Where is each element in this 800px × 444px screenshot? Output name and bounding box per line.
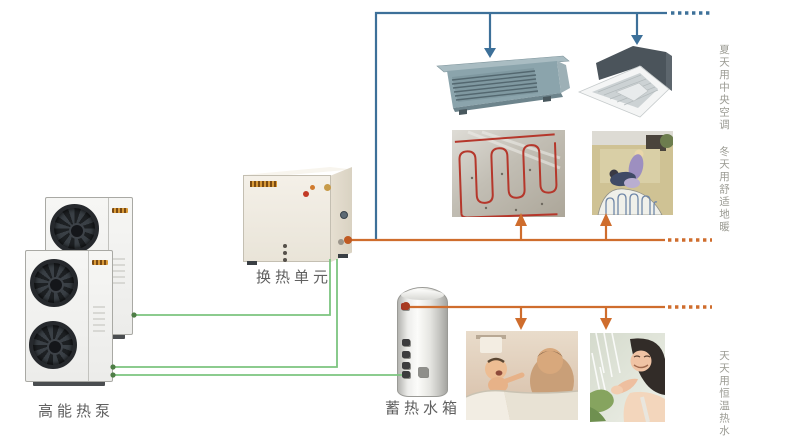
tank-port	[402, 351, 410, 358]
down-arrow-icon	[515, 307, 527, 330]
source-water-lines	[110, 259, 402, 378]
vent-slits	[93, 306, 105, 336]
port-icon	[283, 258, 287, 262]
vent-slits	[113, 258, 125, 288]
heat-exchanger-label: 换热单元	[255, 270, 332, 286]
fan-icon	[29, 321, 77, 369]
family-on-warm-floor-photo	[592, 131, 673, 215]
woman-showering-photo	[590, 333, 665, 422]
down-arrow-icon	[484, 13, 496, 58]
brand-strip	[250, 181, 277, 187]
hot-water-line	[402, 302, 712, 330]
exchanger-foot	[247, 261, 257, 265]
port-icon	[283, 244, 287, 248]
gauge-icon	[340, 211, 348, 219]
valve-icon	[310, 185, 315, 190]
brand-strip	[92, 260, 108, 265]
panel-seam	[88, 251, 89, 381]
up-arrow-icon	[600, 213, 612, 240]
bathtub	[466, 389, 578, 420]
storage-tank-label: 蓄热水箱	[384, 401, 461, 417]
exchanger-front-face	[243, 175, 331, 262]
floor-heating-pipes-photo	[452, 130, 565, 217]
ducted-ac-unit	[436, 55, 570, 115]
summer-ac-side-label: 夏天用中央空调	[718, 44, 729, 132]
brand-strip	[112, 208, 128, 213]
babies-bathing-photo	[466, 331, 578, 420]
tank-port	[402, 339, 410, 346]
port-icon	[338, 239, 344, 245]
pipe-connector	[402, 302, 410, 310]
winter-heating-side-label: 冬天用舒适地暖	[718, 146, 729, 234]
cassette-ac-unit	[577, 46, 672, 118]
fan-icon	[30, 259, 78, 307]
tank-port	[402, 362, 410, 369]
tank-valve	[418, 367, 428, 377]
valve-icon	[303, 191, 309, 197]
ducted-ac-grille	[451, 68, 539, 102]
down-arrow-icon	[600, 307, 612, 330]
heat-pump-label: 高能热泵	[37, 404, 114, 420]
ac-supply-line	[374, 11, 713, 239]
heat-pump-front-module	[25, 250, 113, 382]
pipe-joint	[110, 372, 116, 378]
valve-icon	[324, 184, 331, 191]
floor-cutaway	[597, 188, 663, 215]
tank-inlet	[402, 371, 410, 378]
pipe-joint	[131, 312, 137, 318]
floor-heating-line	[344, 213, 712, 244]
pipe-joint	[110, 364, 116, 370]
pipe-connector	[344, 236, 352, 244]
exchanger-top-face	[243, 167, 352, 177]
children-figures	[609, 149, 644, 188]
heat-pump-foot	[33, 381, 105, 386]
daily-hot-water-side-label: 天天用恒温热水	[718, 350, 729, 438]
exchanger-foot	[338, 254, 348, 258]
up-arrow-icon	[515, 213, 527, 240]
down-arrow-icon	[631, 13, 643, 45]
port-icon	[283, 251, 287, 255]
